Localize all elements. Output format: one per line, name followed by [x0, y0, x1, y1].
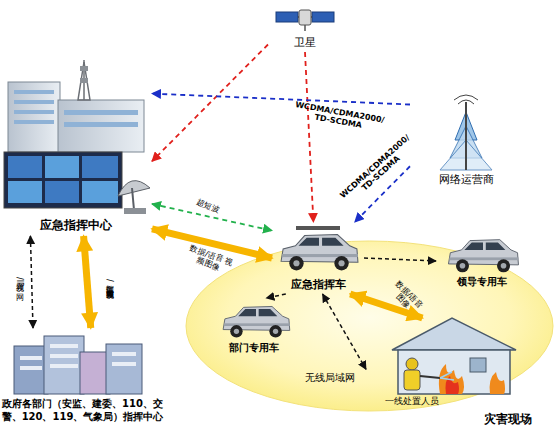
- command-vehicle-icon: [281, 226, 358, 270]
- disaster-house: [392, 318, 516, 394]
- node-label: 政府各部门（安监、建委、110、交警、120、119、气象局）指挥中心: [0, 398, 165, 423]
- leader-car-icon: [448, 240, 518, 273]
- connector: [323, 294, 366, 369]
- edge-label: 数据/语音 视频图像: [105, 257, 114, 307]
- satellite-icon: [276, 10, 334, 31]
- connector: [305, 52, 313, 222]
- government-buildings: [14, 336, 142, 394]
- connector: [84, 236, 91, 328]
- node-label: 灾害现场: [462, 412, 554, 427]
- department-car-icon: [223, 306, 290, 337]
- edge-label: WCDMA/CDMA2000/ TD-SCDMA: [338, 133, 419, 208]
- command-center-building: [4, 60, 150, 214]
- connector: [30, 236, 33, 328]
- connector: [152, 94, 410, 105]
- node-label: 网络运营商: [410, 173, 522, 187]
- connector: [152, 45, 268, 162]
- edge-label: 视频/IP网: [15, 252, 24, 312]
- node-label: 领导专用车: [436, 276, 528, 289]
- operator-tower: [440, 95, 492, 170]
- firefighter-figure: [404, 358, 454, 390]
- edge-label: 超短波: [183, 193, 233, 219]
- node-label: 一线处置人员: [370, 396, 454, 407]
- edge-label: 数据/语音 图像: [384, 276, 428, 320]
- node-label: 无线局域网: [285, 372, 375, 385]
- edge-label: WCDMA/CDMA2000/ TD-SCDMA: [292, 100, 386, 134]
- node-label: 应急指挥车: [272, 278, 364, 292]
- edge-label: 数据/语音 视频图像: [183, 243, 236, 277]
- connector: [266, 294, 286, 298]
- node-label: 应急指挥中心: [0, 218, 152, 233]
- node-label: 卫星: [268, 36, 342, 50]
- node-label: 部门专用车: [213, 342, 295, 355]
- connector: [364, 258, 436, 261]
